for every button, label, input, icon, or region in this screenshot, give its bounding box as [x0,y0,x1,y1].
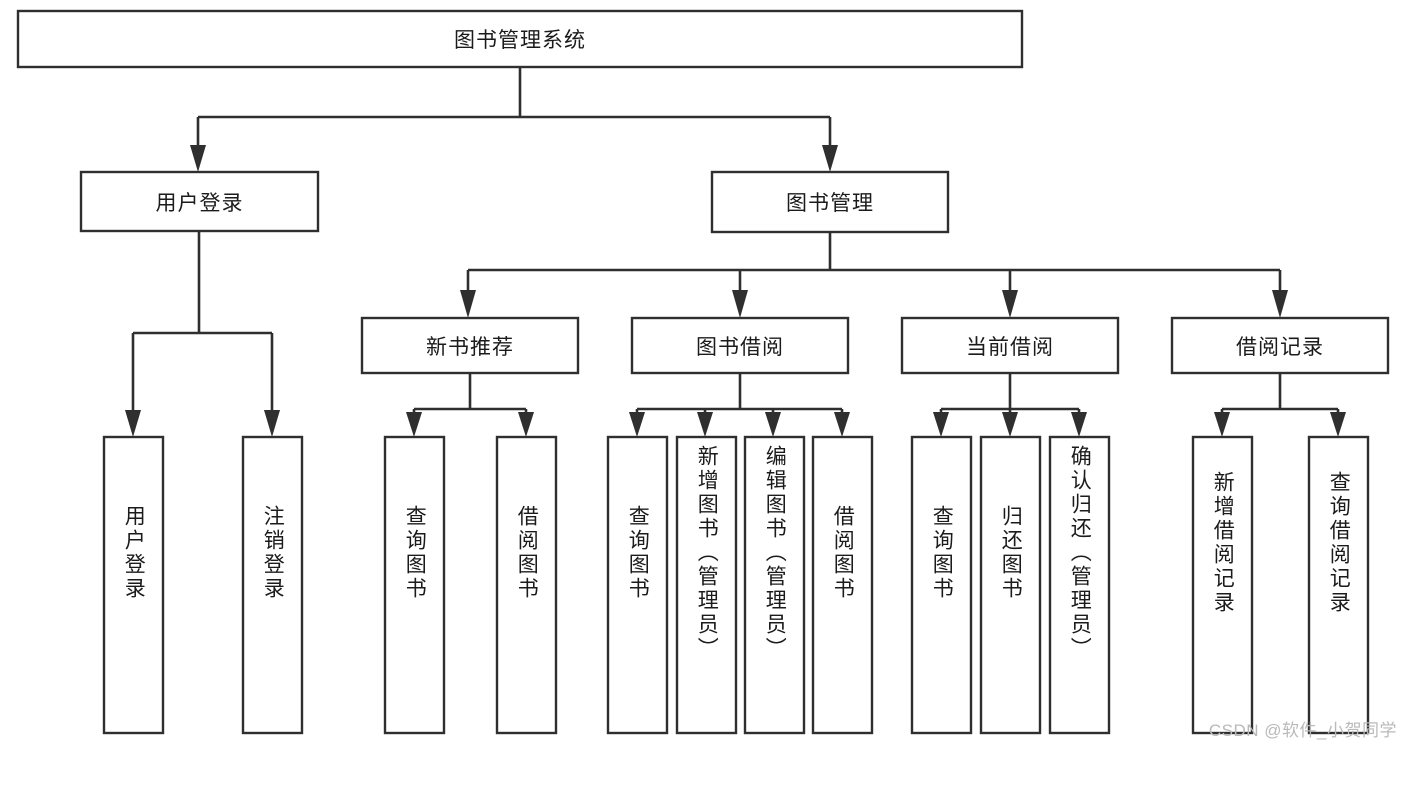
arrowhead-leaf-borrow-book-1 [518,412,534,437]
node-box-leaf-edit-book[interactable] [743,435,806,735]
hierarchy-diagram-svg [16,9,1390,735]
node-box-root[interactable] [16,9,1024,69]
node-box-leaf-query-book-1[interactable] [383,435,446,735]
arrowhead-leaf-user-logout [264,410,280,437]
node-box-leaf-user-login[interactable] [102,435,165,735]
arrowhead-current-borrow [1002,290,1018,318]
node-box-leaf-borrow-book-1[interactable] [495,435,558,735]
arrowhead-book-manage [822,145,838,172]
node-box-leaf-return-book[interactable] [979,435,1042,735]
node-box-leaf-add-record[interactable] [1191,435,1254,735]
arrowhead-leaf-query-record [1330,412,1346,437]
node-box-leaf-add-book[interactable] [675,435,738,735]
node-box-user-login[interactable] [79,170,320,233]
node-box-leaf-confirm-return[interactable] [1048,435,1111,735]
arrowhead-user-login [190,145,206,172]
arrowhead-new-book-recommend [460,290,476,318]
arrowhead-book-borrow [732,290,748,318]
node-box-leaf-query-book-3[interactable] [910,435,973,735]
arrowhead-leaf-borrow-book-2 [834,412,850,437]
connectors-layer [125,67,1346,437]
arrowhead-leaf-confirm-return [1071,412,1087,437]
boxes-layer [16,9,1390,735]
node-box-leaf-query-book-2[interactable] [606,435,669,735]
arrowhead-leaf-query-book-3 [933,412,949,437]
node-box-leaf-query-record[interactable] [1307,435,1370,735]
arrowhead-leaf-return-book [1002,412,1018,437]
arrowhead-leaf-query-book-2 [629,412,645,437]
node-box-book-manage[interactable] [710,170,950,234]
node-box-borrow-record[interactable] [1170,316,1390,375]
arrowhead-leaf-query-book-1 [406,412,422,437]
node-box-leaf-user-logout[interactable] [241,435,304,735]
arrowhead-leaf-add-book [697,412,713,437]
node-box-current-borrow[interactable] [900,316,1120,375]
node-box-book-borrow[interactable] [630,316,850,375]
arrowhead-leaf-user-login [125,410,141,437]
diagram-canvas: 图书管理系统 用户登录 图书管理 新书推荐 图书借阅 当前借阅 借阅记录 用户登… [16,9,1396,740]
node-box-leaf-borrow-book-2[interactable] [811,435,874,735]
arrowhead-borrow-record [1272,290,1288,318]
node-box-new-book-recommend[interactable] [360,316,580,375]
arrowhead-leaf-add-record [1214,412,1230,437]
arrowhead-leaf-edit-book [765,412,781,437]
